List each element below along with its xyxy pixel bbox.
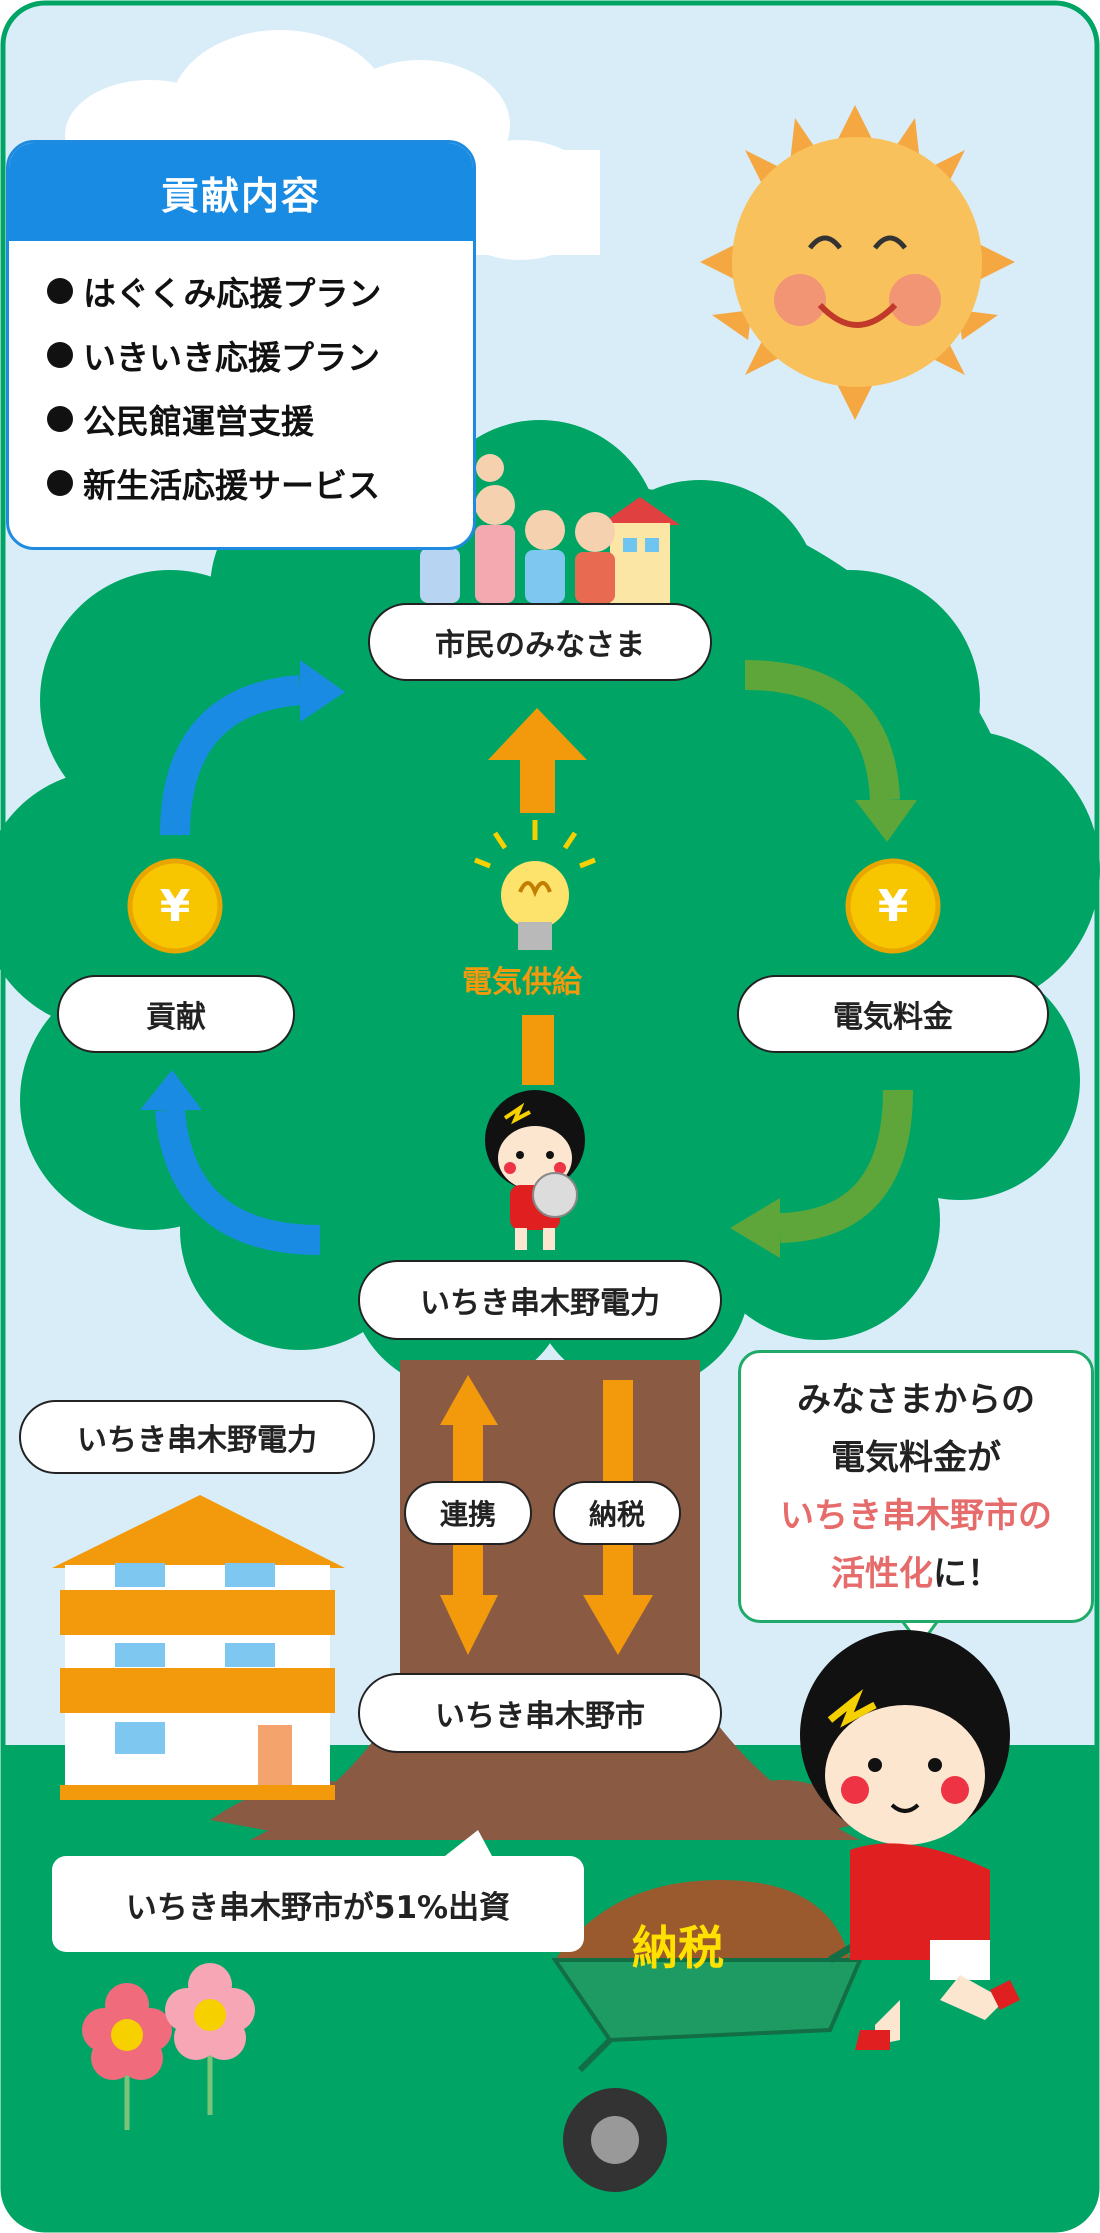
yen-symbol-left: ¥ (159, 880, 191, 932)
investment-bubble: いちき串木野市が51%出資 (52, 1856, 584, 1952)
list-item: 公民館運営支援 (47, 387, 473, 451)
building-label: いちき串木野電力 (19, 1400, 375, 1474)
cooperation-label: 連携 (404, 1481, 532, 1545)
list-item: 新生活応援サービス (47, 451, 473, 515)
wheelbarrow-label: 納税 (632, 1921, 724, 1975)
list-item: いきいき応援プラン (47, 323, 473, 387)
node-company: いちき串木野電力 (358, 1260, 722, 1340)
yen-coin-icon (127, 858, 941, 954)
green-arrow-left (730, 1089, 913, 1258)
cooperation-arrow (440, 1375, 498, 1655)
node-city: いちき串木野市 (358, 1673, 722, 1753)
yen-symbol-right: ¥ (877, 880, 909, 932)
bullet-icon (47, 342, 73, 368)
list-item: はぐくみ応援プラン (47, 259, 473, 323)
node-citizens: 市民のみなさま (368, 603, 712, 681)
blue-arrow-up (160, 660, 345, 836)
green-arrow-down (744, 660, 917, 842)
flower-icon (82, 1963, 255, 2130)
mascot-large-icon (800, 1630, 1020, 2050)
tax-label: 納税 (553, 1481, 681, 1545)
contribution-title: 貢献内容 (9, 143, 473, 241)
contribution-panel: 貢献内容 はぐくみ応援プラン いきいき応援プラン 公民館運営支援 新生活応援サー… (6, 140, 476, 550)
bullet-icon (47, 470, 73, 496)
power-supply-arrow (488, 708, 587, 1085)
revitalization-callout: みなさまからの 電気料金が いちき串木野市の 活性化に！ (738, 1350, 1094, 1623)
contribution-list: はぐくみ応援プラン いきいき応援プラン 公民館運営支援 新生活応援サービス (9, 259, 473, 515)
investment-bubble-tail (445, 1830, 492, 1856)
bullet-icon (47, 406, 73, 432)
sun-icon (700, 105, 1015, 420)
blue-arrow-left (140, 1070, 321, 1255)
node-contribution: 貢献 (57, 975, 295, 1053)
node-electricity-fee: 電気料金 (737, 975, 1049, 1053)
bullet-icon (47, 278, 73, 304)
power-supply-label: 電気供給 (462, 965, 582, 1000)
light-bulb-icon (474, 820, 596, 950)
building-icon (52, 1495, 345, 1800)
mascot-icon (485, 1090, 585, 1250)
